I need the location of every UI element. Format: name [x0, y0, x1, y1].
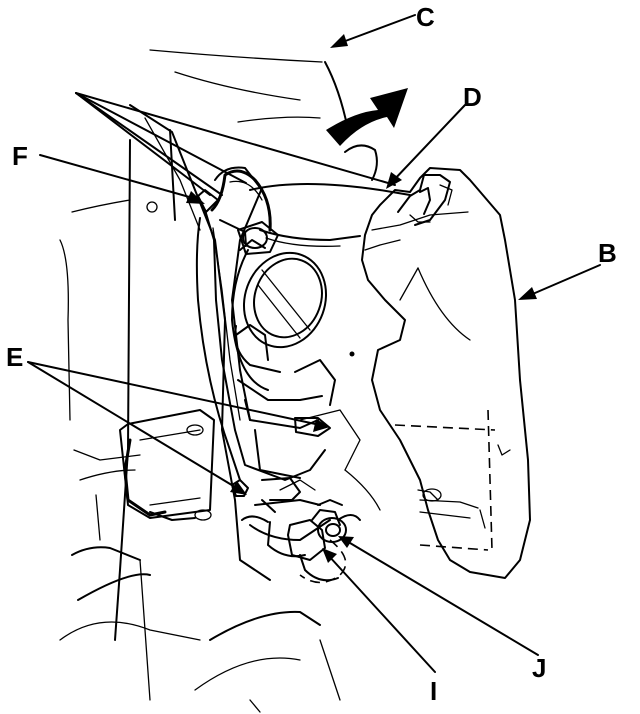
vehicle-body-outline	[59, 49, 349, 713]
hidden-lines	[299, 409, 496, 584]
callout-j-label: J	[532, 653, 546, 683]
callout-i-label: I	[430, 676, 437, 706]
callout-c-label: C	[416, 2, 435, 32]
fuel-door-opening	[231, 183, 411, 511]
fuel-door-panel	[361, 167, 531, 579]
drain-tube-connector	[249, 499, 361, 582]
callout-d-label: D	[463, 82, 482, 112]
removal-direction-arrow	[326, 88, 408, 181]
callout-labels: C D F B E I J	[6, 2, 617, 706]
leader-lines	[27, 14, 601, 673]
fuel-filler-housing	[195, 166, 336, 523]
callout-f-label: F	[12, 141, 28, 171]
callout-e-label: E	[6, 342, 23, 372]
callout-b-label: B	[598, 238, 617, 268]
rear-harness	[123, 438, 196, 521]
release-cable	[197, 169, 361, 251]
